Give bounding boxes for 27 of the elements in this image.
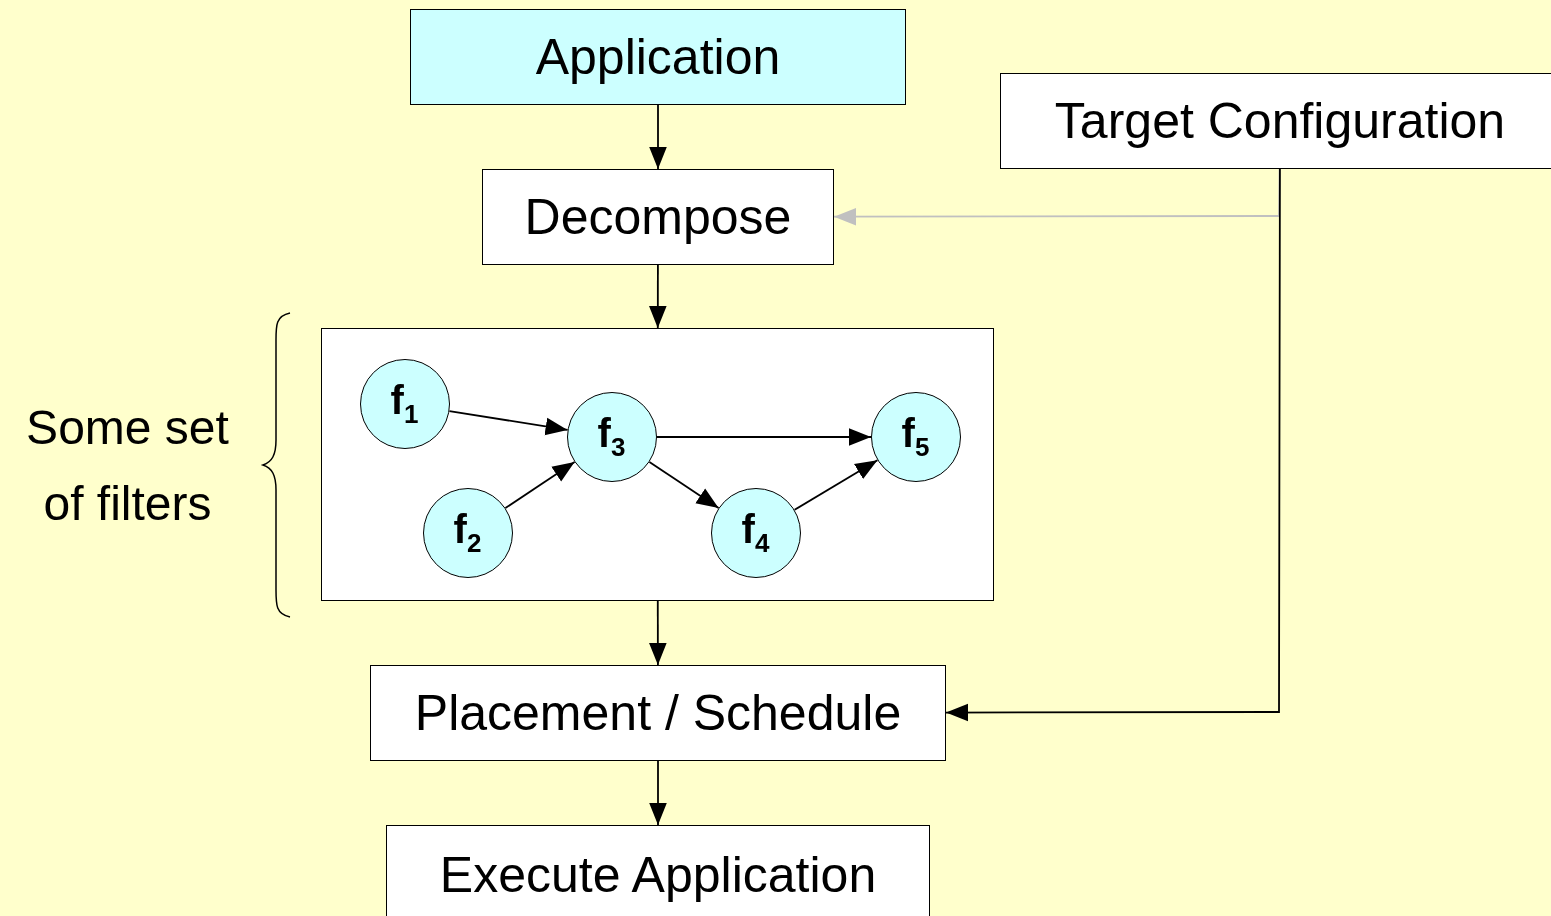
process-box xyxy=(482,169,834,265)
arrow xyxy=(448,410,569,436)
box-label: Target Configuration xyxy=(1054,92,1506,150)
input-box xyxy=(410,9,906,105)
filter-label: f$_{5}$ xyxy=(901,410,930,463)
arrow xyxy=(656,428,872,446)
filter-label: f$_{3}$ xyxy=(597,410,626,463)
panel xyxy=(321,328,994,601)
arrow xyxy=(793,459,879,511)
process-box xyxy=(386,825,930,916)
arrow xyxy=(649,760,667,826)
arrow xyxy=(649,264,667,329)
filter-label: f$_{4}$ xyxy=(741,506,770,559)
arrow xyxy=(649,104,667,170)
arrow xyxy=(504,461,576,509)
process-box xyxy=(370,665,946,761)
filter-label: f$_{2}$ xyxy=(453,506,482,559)
box-label: Placement / Schedule xyxy=(414,684,902,742)
filter-label: f$_{1}$ xyxy=(390,377,419,430)
process-box xyxy=(1000,73,1551,169)
box-label: Decompose xyxy=(524,188,792,246)
box-label: Application xyxy=(535,28,781,86)
group-label: Some set of filters xyxy=(25,400,230,532)
box-label: Execute Application xyxy=(439,846,877,904)
arrow xyxy=(945,168,1281,722)
arrow xyxy=(648,461,720,509)
arrow xyxy=(649,600,667,666)
